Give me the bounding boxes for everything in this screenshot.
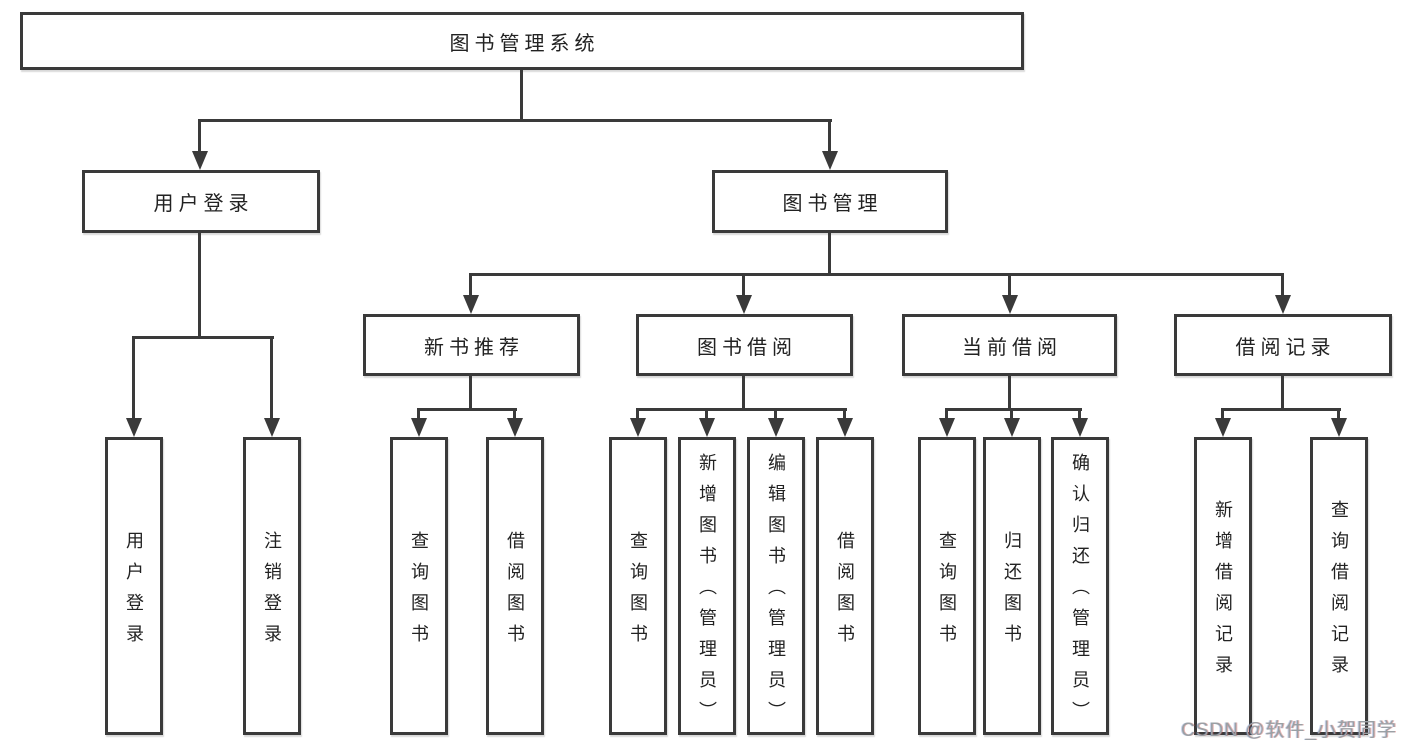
leaf-add-books-admin: 新增图书（管理员） bbox=[678, 437, 736, 735]
connector-line bbox=[945, 408, 1082, 411]
arrow-down-icon bbox=[1072, 418, 1088, 437]
connector-line bbox=[1221, 408, 1341, 411]
node-root: 图书管理系统 bbox=[20, 12, 1024, 70]
connector-line bbox=[843, 408, 846, 419]
connector-line bbox=[417, 408, 420, 419]
leaf-current-query-books: 查询图书 bbox=[918, 437, 976, 735]
leaf-recommend-borrow-books-label: 借阅图书 bbox=[505, 530, 525, 655]
connector-line bbox=[1337, 408, 1340, 419]
connector-line bbox=[742, 273, 745, 296]
arrow-down-icon bbox=[1331, 418, 1347, 437]
connector-line bbox=[828, 119, 831, 152]
node-book-management: 图书管理 bbox=[712, 170, 948, 233]
node-borrow-records-label: 借阅记录 bbox=[1235, 336, 1336, 359]
node-new-book-recommend: 新书推荐 bbox=[363, 314, 580, 376]
arrow-down-icon bbox=[736, 295, 752, 314]
connector-line bbox=[742, 376, 745, 411]
csdn-watermark: CSDN @软件_小贺同学 bbox=[1181, 720, 1397, 741]
leaf-borrow-books-label: 借阅图书 bbox=[835, 530, 855, 655]
leaf-recommend-query-books-label: 查询图书 bbox=[409, 530, 429, 655]
node-new-book-recommend-label: 新书推荐 bbox=[424, 336, 524, 359]
leaf-user-login-label: 用户登录 bbox=[124, 530, 144, 655]
leaf-add-borrow-record: 新增借阅记录 bbox=[1194, 437, 1252, 735]
connector-line bbox=[198, 119, 832, 122]
node-book-management-label: 图书管理 bbox=[782, 193, 883, 215]
connector-line bbox=[1078, 408, 1081, 419]
connector-line bbox=[513, 408, 516, 419]
arrow-down-icon bbox=[939, 418, 955, 437]
connector-line bbox=[132, 336, 274, 339]
arrow-down-icon bbox=[1275, 295, 1291, 314]
leaf-edit-books-admin-label: 编辑图书（管理员） bbox=[766, 453, 786, 732]
arrow-down-icon bbox=[264, 418, 280, 437]
arrow-down-icon bbox=[1215, 418, 1231, 437]
arrow-down-icon bbox=[699, 418, 715, 437]
node-current-borrow: 当前借阅 bbox=[902, 314, 1117, 376]
leaf-recommend-query-books: 查询图书 bbox=[390, 437, 448, 735]
connector-line bbox=[1281, 273, 1284, 296]
connector-line bbox=[270, 336, 273, 419]
leaf-borrow-query-books-label: 查询图书 bbox=[628, 530, 648, 655]
arrow-down-icon bbox=[411, 418, 427, 437]
node-root-label: 图书管理系统 bbox=[449, 32, 600, 55]
connector-line bbox=[417, 408, 517, 411]
node-book-borrow: 图书借阅 bbox=[636, 314, 853, 376]
connector-line bbox=[1008, 376, 1011, 411]
connector-line bbox=[828, 233, 831, 276]
leaf-query-borrow-record: 查询借阅记录 bbox=[1310, 437, 1368, 735]
arrow-down-icon bbox=[630, 418, 646, 437]
arrow-down-icon bbox=[507, 418, 523, 437]
connector-line bbox=[198, 233, 201, 339]
node-book-borrow-label: 图书借阅 bbox=[697, 336, 797, 359]
connector-line bbox=[636, 408, 847, 411]
connector-line bbox=[469, 273, 1284, 276]
connector-line bbox=[945, 408, 948, 419]
leaf-current-query-books-label: 查询图书 bbox=[937, 530, 957, 655]
connector-line bbox=[1281, 376, 1284, 411]
connector-line bbox=[469, 376, 472, 411]
arrow-down-icon bbox=[822, 151, 838, 170]
leaf-borrow-books: 借阅图书 bbox=[816, 437, 874, 735]
leaf-return-books-label: 归还图书 bbox=[1002, 530, 1022, 655]
leaf-edit-books-admin: 编辑图书（管理员） bbox=[747, 437, 805, 735]
connector-line bbox=[198, 119, 201, 152]
leaf-add-borrow-record-label: 新增借阅记录 bbox=[1213, 499, 1233, 686]
arrow-down-icon bbox=[768, 418, 784, 437]
leaf-borrow-query-books: 查询图书 bbox=[609, 437, 667, 735]
node-current-borrow-label: 当前借阅 bbox=[962, 336, 1062, 359]
arrow-down-icon bbox=[463, 295, 479, 314]
connector-line bbox=[469, 273, 472, 296]
leaf-logout-label: 注销登录 bbox=[262, 530, 282, 655]
node-user-login-label: 用户登录 bbox=[153, 193, 254, 215]
leaf-confirm-return-admin: 确认归还（管理员） bbox=[1051, 437, 1109, 735]
arrow-down-icon bbox=[1004, 418, 1020, 437]
connector-line bbox=[132, 336, 135, 419]
leaf-user-login: 用户登录 bbox=[105, 437, 163, 735]
leaf-confirm-return-admin-label: 确认归还（管理员） bbox=[1070, 453, 1090, 732]
arrow-down-icon bbox=[192, 151, 208, 170]
arrow-down-icon bbox=[837, 418, 853, 437]
connector-line bbox=[774, 408, 777, 419]
connector-line bbox=[636, 408, 639, 419]
leaf-add-books-admin-label: 新增图书（管理员） bbox=[697, 453, 717, 732]
connector-line bbox=[520, 70, 523, 120]
leaf-query-borrow-record-label: 查询借阅记录 bbox=[1329, 499, 1349, 686]
node-user-login: 用户登录 bbox=[82, 170, 320, 233]
leaf-recommend-borrow-books: 借阅图书 bbox=[486, 437, 544, 735]
connector-line bbox=[1008, 273, 1011, 296]
arrow-down-icon bbox=[126, 418, 142, 437]
leaf-return-books: 归还图书 bbox=[983, 437, 1041, 735]
connector-line bbox=[1221, 408, 1224, 419]
connector-line bbox=[1010, 408, 1013, 419]
leaf-logout: 注销登录 bbox=[243, 437, 301, 735]
connector-line bbox=[705, 408, 708, 419]
arrow-down-icon bbox=[1002, 295, 1018, 314]
node-borrow-records: 借阅记录 bbox=[1174, 314, 1392, 376]
